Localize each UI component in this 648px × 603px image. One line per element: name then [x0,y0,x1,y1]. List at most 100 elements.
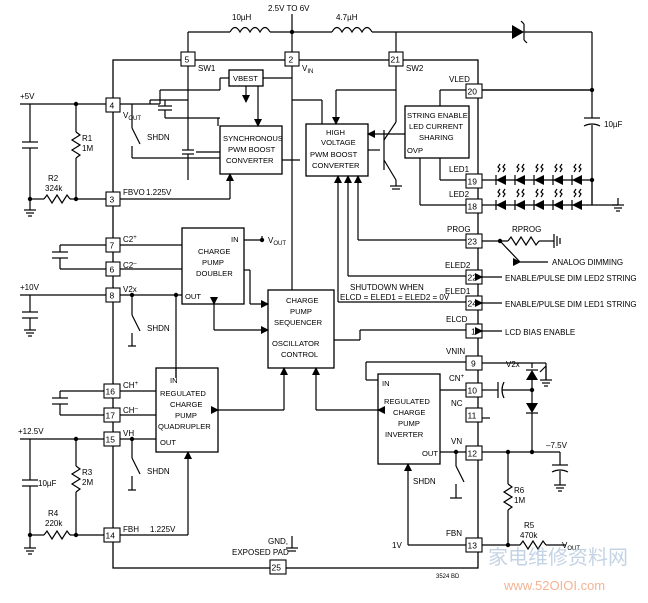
shdn-1-label: SHDN [147,133,170,142]
inductor-1 [229,26,271,34]
pin-chp-sup: + [135,381,139,387]
ref-1225-top: 1.225V [146,188,172,197]
neg7v5-label: –7.5V [546,441,568,450]
pin-11 [465,407,483,423]
led-light-ray [497,188,501,198]
sync-boost-block [219,125,283,175]
inv-line1: REGULATED [384,397,430,406]
pin-3-number: 3 [110,195,115,205]
shdn-3-label: SHDN [147,467,170,476]
quad-line1: REGULATED [160,389,206,398]
resistor-r5 [519,539,547,551]
pin-c2m-main: C2 [123,261,134,270]
pin-4 [105,97,121,113]
diode-d1 [526,370,538,380]
r4-value: 220k [45,519,63,528]
led-light-ray [535,163,539,173]
cap-right-value: 10µF [604,120,623,129]
vout-doubler-sub: OUT [273,241,286,247]
inductor-2 [331,26,373,34]
resistor-r2 [43,193,71,205]
led-light-ray [521,163,525,173]
led-icon [496,200,506,210]
pin-vled-label: VLED [449,75,470,84]
led-light-ray [502,188,506,198]
r3-label: R3 [82,468,93,477]
led-icon [534,175,544,185]
pin-4-number: 4 [110,101,115,111]
pin-chp-label: CH+ [123,381,139,390]
led-light-ray [578,188,582,198]
string-enable-line3: SHARING [419,133,454,142]
c-left-value: 10µF [38,479,57,488]
pin-fbh-label: FBH [123,525,139,534]
resistor-rprog [507,235,540,247]
internal-wiring [120,66,592,568]
inv-line4: INVERTER [385,430,424,439]
pin-vh-label: VH [123,429,134,438]
sequencer-line2: PUMP [290,307,312,316]
pin-c2m-sup: – [133,261,137,267]
gnd-label: GND, [268,537,288,546]
ovp-label: OVP [407,146,423,155]
pin-18 [465,198,483,214]
plus10v-label: +10V [20,283,40,292]
pin-5-number: 5 [185,55,190,65]
quad-in-port: IN [170,376,178,385]
r1-label: R1 [82,134,93,143]
vbest-label: VBEST [233,74,258,83]
pin-vnin-label: VNIN [446,347,465,356]
analog-dimming-label: ANALOG DIMMING [552,258,623,267]
pin-23-number: 23 [468,237,478,247]
pin-sw2-label: SW2 [406,64,424,73]
pin-v2x-left-label: V2x [123,285,137,294]
pin-24-number: 24 [468,299,478,309]
pin-17-number: 17 [106,411,116,421]
left-pins: 4 3 7 6 8 16 17 15 14 [103,97,121,543]
sync-boost-line2: PWM BOOST [228,145,276,154]
led-icon [553,200,563,210]
plus12v5-network [20,436,104,555]
shutdown-cond-label: ELCD = ELED1 = ELED2 = 0V [340,293,450,302]
c2-flying-cap [52,244,106,270]
led-icon [515,175,525,185]
resistor-r6 [502,483,514,511]
led-light-ray [516,188,520,198]
lcd-bias-label: LCD BIAS ENABLE [505,328,575,337]
doubler-out-port: OUT [185,292,201,301]
plus10v-network [20,294,106,337]
r5-label: R5 [524,521,535,530]
pin-25 [269,559,287,575]
inverter-block [377,373,441,465]
enable-led1-label: ENABLE/PULSE DIM LED1 STRING [505,300,637,309]
string-enable-block [404,105,470,159]
pin-fbn-label: FBN [446,529,462,538]
pin-led1-label: LED1 [449,165,470,174]
string-enable-line2: LED CURRENT [409,122,463,131]
shdn-4-label: SHDN [413,477,436,486]
led-icon [553,175,563,185]
pin-c2p-label: C2+ [123,235,137,244]
pin-vout-left-main: V [123,111,129,120]
pin-c2p-main: C2 [123,235,134,244]
pin-14-number: 14 [106,531,116,541]
v2x-right-label: V2x [506,360,520,369]
quad-line2: CHARGE [170,400,203,409]
quad-line3: PUMP [175,411,197,420]
r4-label: R4 [48,509,59,518]
pin-eled1-label: ELED1 [445,287,471,296]
pin-18-number: 18 [468,202,478,212]
r6-value: 1M [514,496,525,505]
inv-in-port: IN [382,379,390,388]
schottky-diode [512,25,524,39]
plus5v-network [20,101,106,217]
pin-19-number: 19 [468,177,478,187]
inv-out-port: OUT [422,449,438,458]
right-pins: 20 19 18 23 22 24 1 9 10 11 12 13 [465,83,483,553]
rprog-network [482,234,561,266]
resistor-r3 [70,465,82,493]
led-light-ray [573,163,577,173]
pin-sw1-label: SW1 [198,64,216,73]
vout-right-main: V [562,541,568,550]
